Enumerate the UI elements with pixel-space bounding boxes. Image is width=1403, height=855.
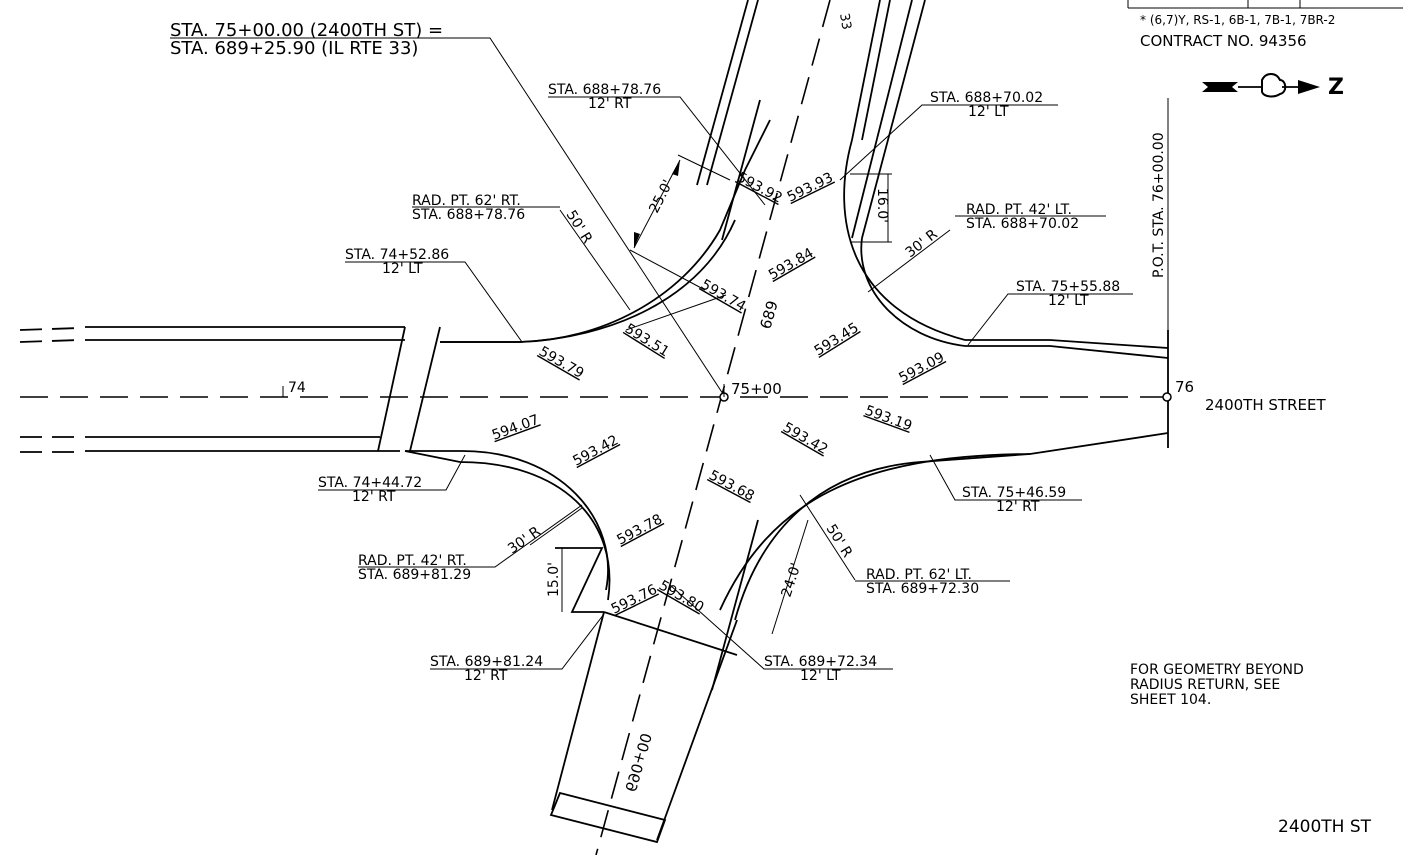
callout-line2: STA. 688+78.76 [412, 207, 525, 223]
station-75: 75+00 [731, 380, 782, 398]
callout-station: STA. 689+72.34 [764, 654, 877, 670]
callout-offset: 12' RT [588, 96, 632, 112]
street-name: 2400TH STREET [1205, 396, 1326, 414]
callout-offset: 12' LT [800, 668, 841, 684]
callout-offset: 12' LT [382, 261, 423, 277]
geometry-note: FOR GEOMETRY BEYOND RADIUS RETURN, SEE S… [1130, 662, 1304, 708]
callout-sta-75-55: STA. 75+55.88 12' LT [967, 279, 1133, 346]
callout-line1: RAD. PT. 42' RT. [358, 553, 467, 569]
callout-sta-689-72: STA. 689+72.34 12' LT [669, 584, 893, 684]
callout-rad-62-rt: RAD. PT. 62' RT. STA. 688+78.76 [412, 193, 560, 223]
elevation: 593.51 [622, 321, 672, 361]
callout-rad-42-rt: RAD. PT. 42' RT. STA. 689+81.29 [358, 504, 583, 583]
radius-50-top: 50' R [563, 208, 596, 247]
north-letter: Z [1328, 75, 1344, 100]
callout-line1: RAD. PT. 62' RT. [412, 193, 521, 209]
station-74: 74 [288, 380, 306, 396]
elevation: 593.79 [536, 344, 586, 382]
elevation: 593.76 [609, 582, 660, 618]
dim-16: 16.0' [874, 188, 890, 223]
callout-sta-688-70: STA. 688+70.02 12' LT [839, 90, 1058, 181]
callout-sta-688-78: STA. 688+78.76 12' RT [548, 82, 766, 206]
elevation: 593.78 [614, 511, 665, 548]
elevation: 593.74 [698, 277, 749, 315]
south-leg-pavement [549, 519, 759, 844]
elevation: 593.93 [785, 170, 836, 206]
contract-number: CONTRACT NO. 94356 [1140, 32, 1307, 50]
east-leg-pavement [919, 98, 1169, 463]
street-footer-label: 2400TH ST [1278, 817, 1372, 837]
north-leg-pavement [696, 0, 926, 239]
callout-sta-689-81: STA. 689+81.24 12' RT [430, 613, 605, 684]
callout-sta-74-44: STA. 74+44.72 12' RT [318, 454, 466, 505]
callout-offset: 12' LT [968, 104, 1009, 120]
elevation-labels: 593.92 593.93 593.84 593.74 593.51 593.7… [490, 169, 947, 617]
callout-offset: 12' RT [352, 489, 396, 505]
sheet-notes: * (6,7)Y, RS-1, 6B-1, 7B-1, 7BR-2 [1140, 13, 1335, 27]
north-arrow: Z [1202, 73, 1344, 100]
callout-sta-74-52: STA. 74+52.86 12' LT [345, 247, 523, 343]
callout-line1: RAD. PT. 42' LT. [966, 202, 1072, 218]
elevation: 593.80 [656, 578, 706, 616]
station-76: 76 [1175, 378, 1194, 396]
callout-station: STA. 688+78.76 [548, 82, 661, 98]
callout-station: STA. 74+52.86 [345, 247, 449, 263]
callout-station: STA. 688+70.02 [930, 90, 1043, 106]
elevation: 593.09 [896, 349, 947, 386]
elevation: 593.68 [706, 467, 757, 504]
pot-station: P.O.T. STA. 76+00.00 [1151, 132, 1167, 278]
callout-rad-42-lt: RAD. PT. 42' LT. STA. 688+70.02 [955, 202, 1106, 232]
dim-15: 15.0' [546, 562, 562, 597]
west-leg-pavement [19, 326, 520, 453]
callout-sta-75-46: STA. 75+46.59 12' RT [929, 454, 1082, 515]
elevation: 593.84 [766, 245, 817, 283]
radius-30-bottom: 30' R [505, 523, 544, 557]
station-equation: STA. 75+00.00 (2400TH ST) = STA. 689+25.… [170, 20, 726, 398]
note-line3: SHEET 104. [1130, 692, 1211, 708]
centerlines [20, 0, 1172, 855]
callout-offset: 12' RT [464, 668, 508, 684]
elevation: 593.42 [570, 432, 621, 469]
dim-25: 25.0' [646, 177, 676, 215]
station-690: 690+00 [621, 731, 655, 794]
title-block: * (6,7)Y, RS-1, 6B-1, 7B-1, 7BR-2 CONTRA… [1127, 0, 1403, 50]
elevation: 594.07 [490, 412, 542, 444]
callout-offset: 12' RT [996, 499, 1040, 515]
callout-line2: STA. 688+70.02 [966, 216, 1079, 232]
note-line1: FOR GEOMETRY BEYOND [1130, 662, 1304, 678]
elevation: 593.42 [780, 420, 830, 458]
elevation: 593.19 [863, 403, 915, 435]
note-line2: RADIUS RETURN, SEE [1130, 677, 1280, 693]
callout-station: STA. 75+55.88 [1016, 279, 1120, 295]
station-689: 689 [757, 299, 782, 331]
callout-line1: RAD. PT. 62' LT. [866, 567, 972, 583]
callout-rad-62-lt: RAD. PT. 62' LT. STA. 689+72.30 [855, 567, 1010, 597]
route-fragment-label: 33 [836, 12, 854, 31]
radius-30-top: 30' R [903, 226, 941, 261]
elevation: 593.45 [812, 320, 862, 360]
callout-station: STA. 689+81.24 [430, 654, 543, 670]
station-equation-line1: STA. 75+00.00 (2400TH ST) = [170, 20, 443, 41]
dimension-lines [529, 154, 951, 635]
elevation: 593.92 [734, 169, 785, 206]
callout-offset: 12' LT [1048, 293, 1089, 309]
callout-line2: STA. 689+81.29 [358, 567, 471, 583]
callout-station: STA. 74+44.72 [318, 475, 422, 491]
dim-24: 24.0' [779, 561, 805, 599]
radius-50-bottom: 50' R [823, 522, 856, 561]
callout-line2: STA. 689+72.30 [866, 581, 979, 597]
callout-station: STA. 75+46.59 [962, 485, 1066, 501]
station-equation-line2: STA. 689+25.90 (IL RTE 33) [170, 38, 418, 59]
